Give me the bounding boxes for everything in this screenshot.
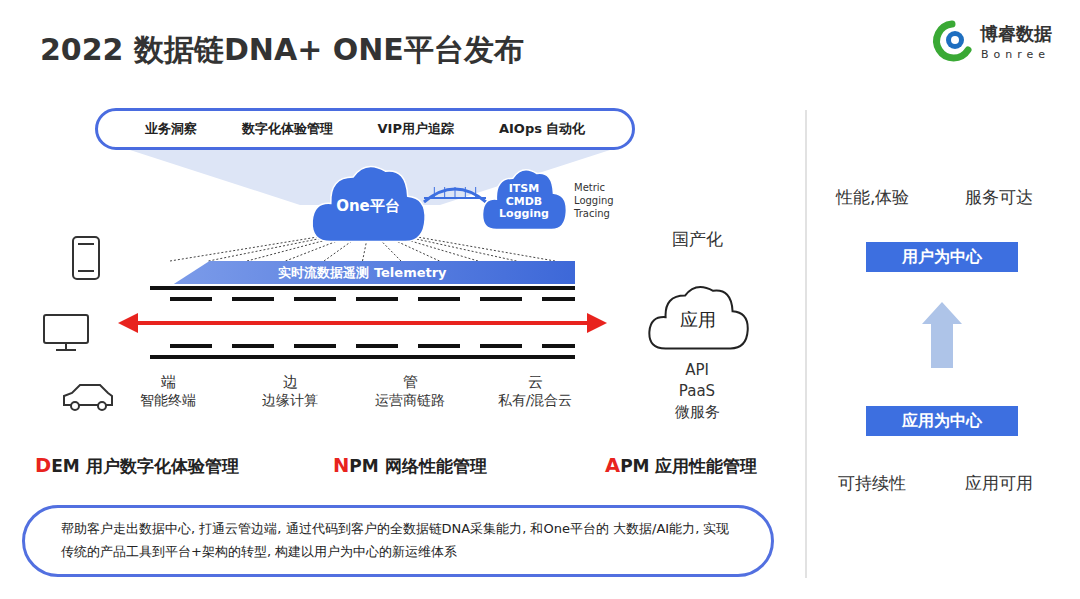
node-text: 帮助客户走出数据中心, 打通云管边端, 通过代码到客户的全数据链DNA采集能力,… [61,518,735,564]
telemetry-band: 实时流数据遥测 Telemetry [150,261,575,284]
dotted-ray [170,234,336,261]
label: API [685,361,709,379]
title: 2022 数据链DNA+ ONE平台发布 [40,30,524,71]
monitor-icon [44,315,88,350]
cloud-fill [483,170,567,230]
app-center-box: 应用为中心 [866,406,1018,436]
cloud-outline [649,287,747,348]
summary-box: 帮助客户走出数据中心, 打通云管边端, 通过代码到客户的全数据链DNA采集能力,… [22,505,774,577]
bridge-cable [434,187,435,198]
divider [805,110,807,578]
logo-text: 博睿数据 [980,22,1052,46]
node-text: 实时流数据遥测 Telemetry [278,264,446,282]
platform-cloud: One平台 [306,158,430,246]
label: 微服务 [675,403,720,422]
capability-text: AIOps 自动化 [499,120,586,138]
cloud-fill [312,167,425,242]
module-name: DEM 用户数字化体验管理 [35,454,239,478]
app-cloud: 应用 [644,280,752,352]
label: 应用可用 [965,472,1033,495]
block-arrow [922,302,962,368]
user-center-box: 用户为中心 [866,242,1018,272]
label: Metric Logging Tracing [574,181,618,220]
bridge-cable [455,187,456,198]
car-icon [64,385,112,410]
label: 可持续性 [838,472,906,495]
connector [424,187,486,202]
capability-text: 数字化体验管理 [242,120,333,138]
node-text: ITSM CMDB Logging [496,183,552,221]
label: 云 [528,373,543,392]
node-text: 应用为中心 [902,411,982,432]
capability-text: VIP用户追踪 [378,120,454,138]
label: 智能终端 [140,392,196,410]
node-text: 用户为中心 [902,247,982,268]
module-name: APM 应用性能管理 [605,454,757,478]
module-name: NPM 网络性能管理 [333,454,487,478]
label: 运营商链路 [375,392,445,410]
label: 端 [161,373,176,392]
ops-cloud: ITSM CMDB Logging [478,163,570,233]
node-text: 应用 [680,308,716,332]
node-text: One平台 [336,197,400,216]
bridge-cable [444,187,445,198]
label: 管 [403,373,418,392]
phone-icon [73,237,99,279]
capability-text: 业务洞察 [145,120,197,138]
red-double-arrow [118,313,607,333]
label: 性能,体验 [836,186,909,209]
dotted-ray [400,234,555,261]
logo-icon [937,24,968,58]
band-fill [150,261,575,284]
logo-text: Bonree [981,48,1050,61]
label: 国产化 [672,228,723,251]
label: 服务可达 [965,186,1033,209]
bridge-cable [465,187,466,198]
label: PaaS [679,382,715,400]
label: 边缘计算 [262,392,318,410]
label: 边 [283,373,298,392]
capability-bar: 业务洞察 数字化体验管理 VIP用户追踪 AIOps 自动化 [95,108,635,150]
label: 私有/混合云 [498,392,573,410]
bridge-cable [475,187,476,198]
connector [922,302,962,368]
